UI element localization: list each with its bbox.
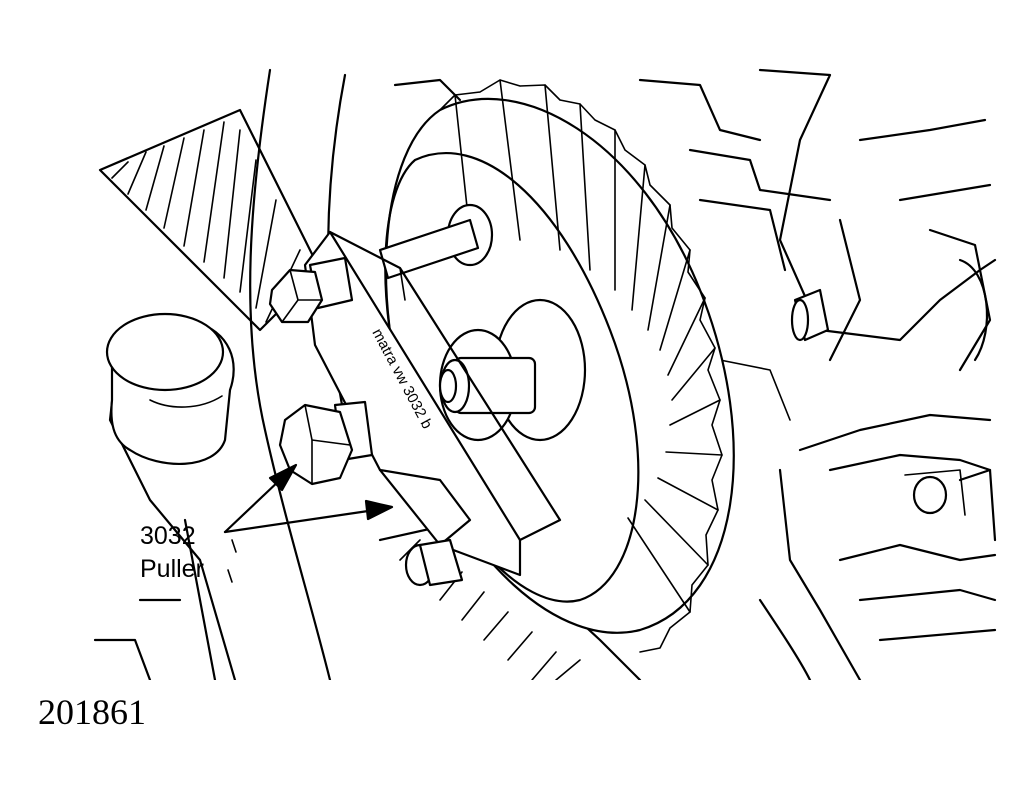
lower-bolt [278, 400, 374, 486]
callout-arrows [223, 463, 394, 583]
upper-bolt [268, 256, 354, 324]
tensioner-bolt [790, 288, 830, 342]
puller-guide-rod [378, 218, 480, 280]
camshaft-hub [438, 298, 587, 442]
callout-tool-number: 3032 [140, 522, 196, 550]
arrow-to-puller [223, 508, 377, 534]
side-pin [904, 469, 966, 516]
figure-number: 201861 [38, 692, 146, 732]
callout-tool-name: Puller [140, 555, 204, 583]
arrow-to-bolt [223, 476, 284, 534]
engine-plug [105, 312, 235, 465]
puller-tool: matra vw 3032 b [303, 230, 562, 577]
engine-housing [93, 68, 997, 680]
locating-pin [404, 538, 464, 587]
